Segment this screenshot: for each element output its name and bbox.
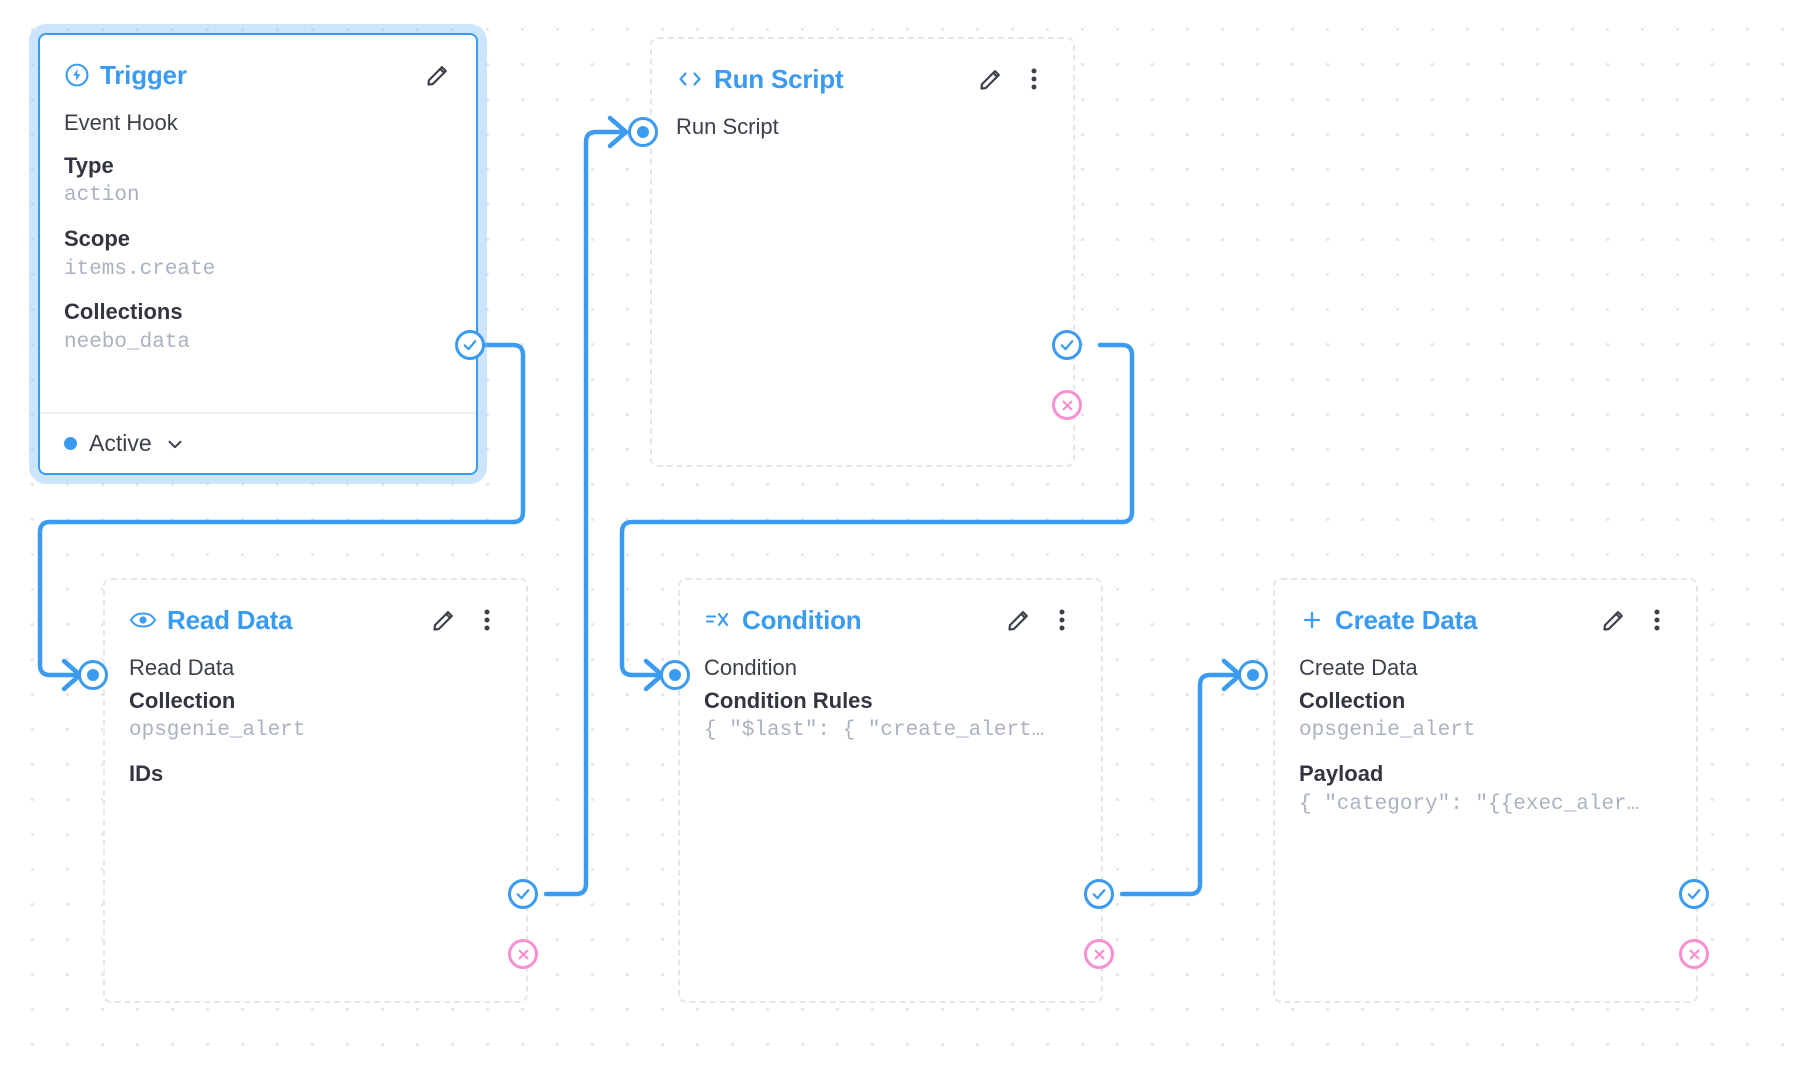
read-data-error-port[interactable]	[508, 939, 538, 969]
read-data-header-actions	[428, 605, 502, 635]
create-data-body: Create Data Collection opsgenie_alert Pa…	[1275, 642, 1696, 849]
code-brackets-icon	[676, 67, 704, 91]
edit-icon[interactable]	[975, 64, 1005, 94]
condition-input-port[interactable]	[660, 660, 690, 690]
trigger-title: Trigger	[100, 59, 187, 90]
trigger-header-actions	[422, 60, 452, 90]
condition-success-port[interactable]	[1084, 879, 1114, 909]
create-data-header: Create Data	[1275, 580, 1696, 642]
create-data-row-value-0: opsgenie_alert	[1299, 719, 1476, 743]
panel-trigger[interactable]: Trigger Event Hook Type action Scope ite…	[38, 33, 478, 475]
trigger-status-label: Active	[89, 430, 152, 456]
run-script-header: Run Script	[652, 39, 1073, 101]
trigger-success-port[interactable]	[455, 330, 485, 360]
trigger-row-value-3: neebo_data	[64, 330, 191, 354]
read-data-input-port[interactable]	[78, 660, 108, 690]
more-options-icon[interactable]	[472, 605, 502, 635]
run-script-header-actions	[975, 64, 1049, 94]
more-options-icon[interactable]	[1642, 605, 1672, 635]
create-data-input-port[interactable]	[1238, 660, 1268, 690]
trigger-row-value-1: action	[64, 184, 140, 208]
read-data-title-group: Read Data	[129, 604, 293, 636]
trigger-header: Trigger	[40, 35, 476, 97]
trigger-row-value-2: items.create	[64, 257, 216, 281]
read-data-body: Read Data Collection opsgenie_alert IDs	[105, 642, 526, 808]
condition-title: Condition	[742, 604, 862, 635]
trigger-row-label-1: Type	[64, 153, 114, 179]
edit-icon[interactable]	[428, 605, 458, 635]
trigger-status-dropdown[interactable]: Active	[40, 412, 476, 473]
more-options-icon[interactable]	[1019, 64, 1049, 94]
trigger-row-label-3: Collections	[64, 299, 183, 325]
read-data-row-label-1: IDs	[129, 761, 164, 787]
trigger-body: Event Hook Type action Scope items.creat…	[40, 97, 476, 412]
panel-read-data[interactable]: Read Data Read Da	[103, 578, 528, 1003]
run-script-success-port[interactable]	[1052, 330, 1082, 360]
trigger-title-group: Trigger	[64, 60, 187, 91]
create-data-row-value-1: { "category": "{{exec_aler…	[1299, 792, 1640, 816]
create-data-success-port[interactable]	[1679, 879, 1709, 909]
panel-condition[interactable]: Condition Conditi	[678, 578, 1103, 1003]
condition-header: Condition	[680, 580, 1101, 642]
eye-icon	[129, 608, 157, 632]
bolt-circle-icon	[64, 62, 90, 88]
condition-key: Condition	[704, 655, 797, 680]
read-data-title: Read Data	[167, 604, 293, 635]
run-script-body: Run Script	[652, 101, 1073, 160]
condition-filter-icon	[704, 608, 732, 632]
read-data-success-port[interactable]	[508, 879, 538, 909]
edit-icon[interactable]	[422, 60, 452, 90]
read-data-row-label-0: Collection	[129, 688, 236, 714]
chevron-down-icon[interactable]	[164, 433, 186, 455]
panel-run-script[interactable]: Run Script Run Sc	[650, 37, 1075, 467]
create-data-row-label-1: Payload	[1299, 761, 1384, 787]
condition-header-actions	[1003, 605, 1077, 635]
condition-row-value-0: { "$last": { "create_alert…	[704, 719, 1045, 743]
read-data-key: Read Data	[129, 655, 235, 680]
condition-error-port[interactable]	[1084, 939, 1114, 969]
create-data-title: Create Data	[1335, 604, 1478, 635]
run-script-title: Run Script	[714, 63, 844, 94]
create-data-header-actions	[1598, 605, 1672, 635]
edit-icon[interactable]	[1003, 605, 1033, 635]
trigger-row-label-2: Scope	[64, 226, 131, 252]
trigger-row-label-0: Event Hook	[64, 110, 178, 135]
condition-title-group: Condition	[704, 605, 862, 636]
run-script-input-port[interactable]	[628, 117, 658, 147]
status-dot-icon	[64, 437, 77, 450]
condition-row-label-0: Condition Rules	[704, 688, 873, 714]
panel-create-data[interactable]: Create Data Creat	[1273, 578, 1698, 1003]
create-data-key: Create Data	[1299, 655, 1418, 680]
run-script-key: Run Script	[676, 114, 779, 139]
condition-body: Condition Condition Rules { "$last": { "…	[680, 642, 1101, 776]
plus-icon	[1299, 608, 1325, 632]
run-script-error-port[interactable]	[1052, 390, 1082, 420]
create-data-row-label-0: Collection	[1299, 688, 1406, 714]
edit-icon[interactable]	[1598, 605, 1628, 635]
run-script-title-group: Run Script	[676, 63, 844, 95]
read-data-header: Read Data	[105, 580, 526, 642]
read-data-row-value-0: opsgenie_alert	[129, 719, 306, 743]
more-options-icon[interactable]	[1047, 605, 1077, 635]
create-data-title-group: Create Data	[1299, 604, 1478, 636]
create-data-error-port[interactable]	[1679, 939, 1709, 969]
